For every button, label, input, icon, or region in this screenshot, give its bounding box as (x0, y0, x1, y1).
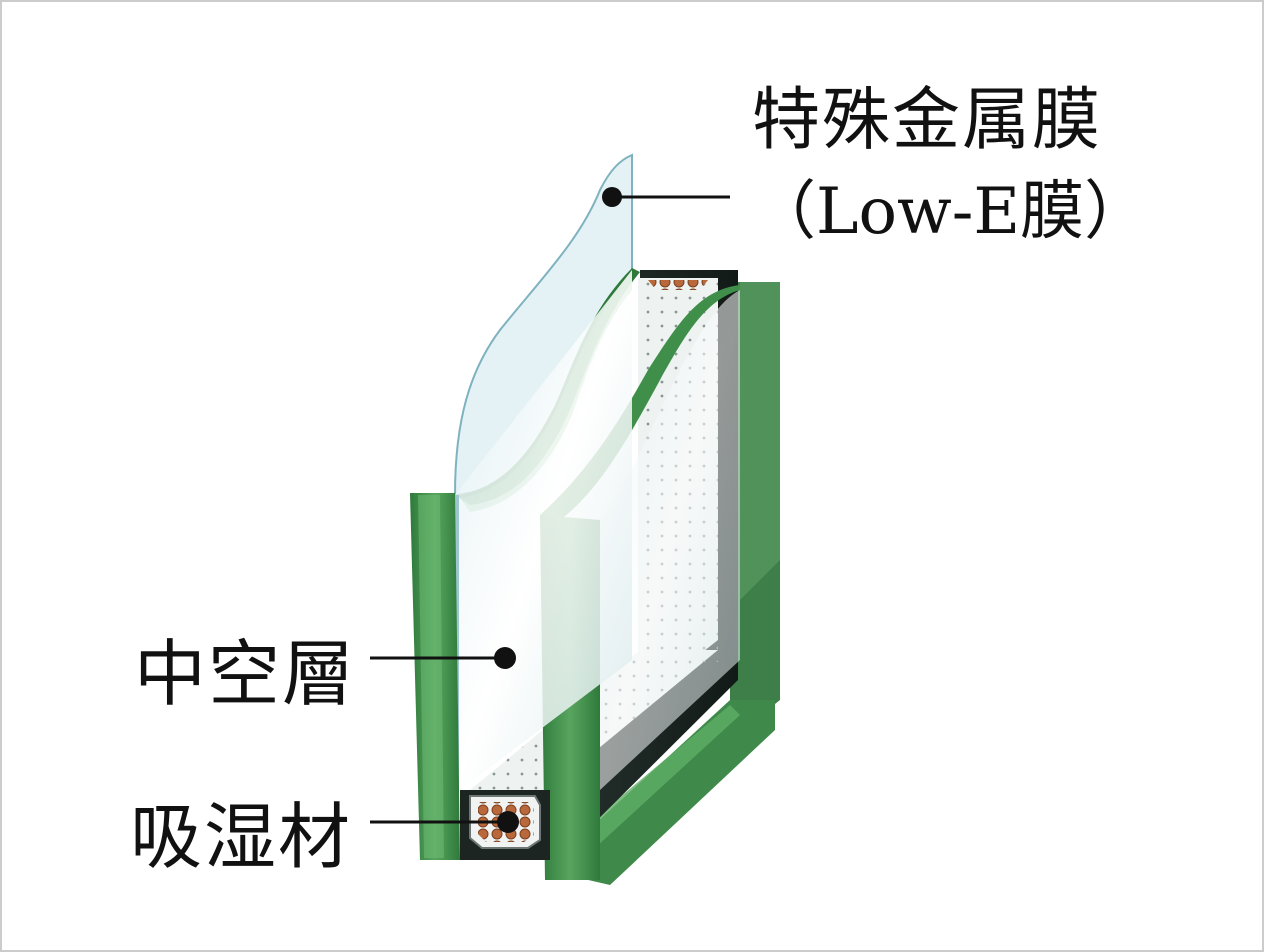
leader-low-e (602, 187, 730, 207)
hollow-layer-label: 中空層 (134, 632, 357, 716)
low-e-film-label: 特殊金属膜 (752, 81, 1103, 160)
leader-desiccant (370, 811, 519, 833)
low-e-film-sublabel: （Low-E膜） (752, 175, 1149, 249)
desiccant-label: 吸湿材 (130, 795, 353, 879)
leader-hollow-layer (370, 647, 516, 669)
